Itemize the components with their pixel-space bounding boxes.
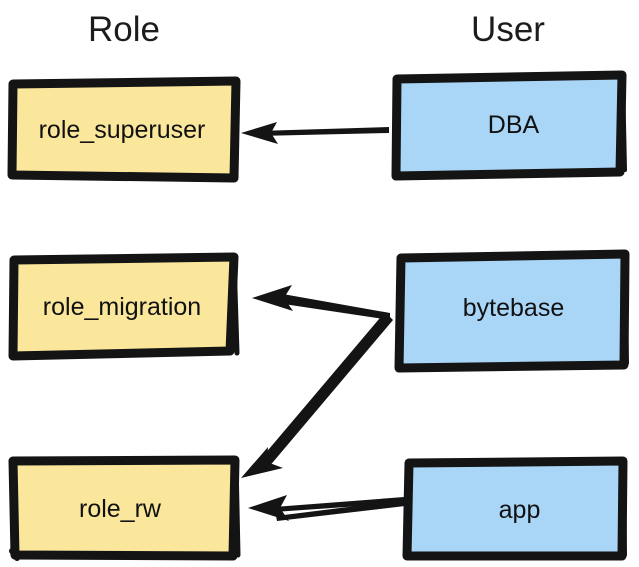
- node-role-migration[interactable]: role_migration: [8, 252, 240, 361]
- column-heading-user: User: [471, 10, 545, 49]
- node-role-rw-label: role_rw: [79, 494, 161, 523]
- node-role-rw[interactable]: role_rw: [8, 455, 241, 562]
- node-dba[interactable]: DBA: [391, 70, 628, 181]
- arrow-bytebase-to-role-rw: [241, 312, 393, 478]
- node-app-shape: [402, 456, 628, 561]
- node-role-migration-label: role_migration: [42, 293, 202, 321]
- column-heading-role: Role: [88, 10, 160, 49]
- arrow-dba-to-role-superuser: [241, 122, 389, 144]
- node-dba-label: DBA: [487, 111, 540, 139]
- arrow-app-to-role-rw: [248, 495, 405, 521]
- node-bytebase-shape: [394, 249, 630, 373]
- node-app-label: app: [498, 495, 541, 524]
- node-role-rw-shape: [8, 455, 241, 561]
- arrow-bytebase-to-role-migration: [252, 285, 390, 320]
- node-role-superuser[interactable]: role_superuser: [7, 76, 241, 183]
- node-role-migration-shape: [8, 252, 240, 361]
- node-role-superuser-shape: [7, 76, 241, 183]
- node-app[interactable]: app: [402, 456, 628, 562]
- node-dba-shape: [391, 70, 627, 181]
- node-bytebase-label: bytebase: [462, 293, 565, 322]
- node-role-superuser-label: role_superuser: [38, 116, 206, 144]
- node-bytebase[interactable]: bytebase: [394, 249, 630, 375]
